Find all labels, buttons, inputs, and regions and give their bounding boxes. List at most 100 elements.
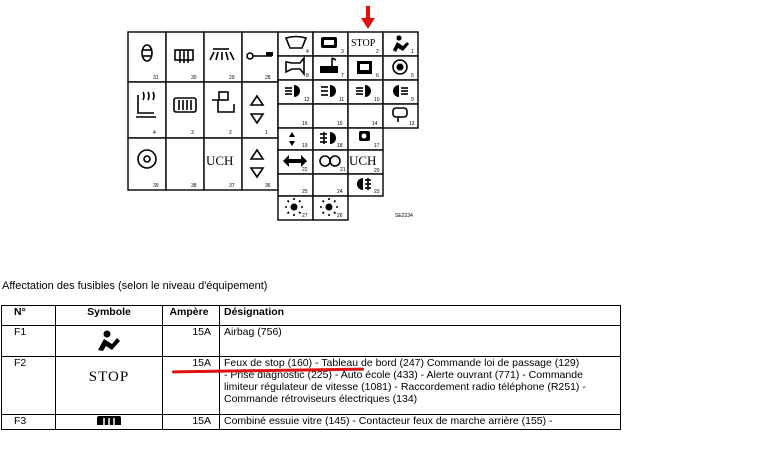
mirror-icon <box>392 107 408 122</box>
fuse-cell-33: 2 <box>203 81 243 139</box>
fuse-cell-16: 16 <box>277 103 314 129</box>
fuse-cell-28: 28 <box>241 31 279 83</box>
fuse-cell-14: 14 <box>347 103 384 129</box>
airbag-icon <box>393 35 409 52</box>
fuse-cell-3: 3 3 <box>312 31 349 57</box>
fuse-cell-39: 39 <box>127 137 167 191</box>
svg-text:1: 1 <box>411 49 414 55</box>
fuse-cell-35: 4 <box>127 81 167 139</box>
svg-text:16: 16 <box>302 121 308 127</box>
seat-icon <box>359 131 370 141</box>
svg-text:29: 29 <box>229 75 235 81</box>
fuse-assignment-table: N° Symbole Ampère Désignation F1 15A Air… <box>1 305 621 430</box>
front-fog-icon <box>320 132 336 144</box>
svg-text:28: 28 <box>265 75 271 81</box>
wiper-icon <box>284 35 308 49</box>
fuse-designation: Combiné essuie vitre (145) - Contacteur … <box>219 414 621 430</box>
window-lift-icon <box>249 94 265 125</box>
fuse-cell-6: 6 <box>347 55 384 81</box>
fuse-cell-29: 29 <box>203 31 243 83</box>
fuse-amperage: 15A <box>162 325 220 357</box>
svg-text:22: 22 <box>302 167 308 173</box>
horn-icon <box>285 55 305 77</box>
radio-icon <box>321 37 337 48</box>
uch-label: UCH <box>349 153 376 168</box>
svg-text:7: 7 <box>341 73 344 79</box>
svg-text:24: 24 <box>337 189 343 195</box>
fuse-cell-2: STOP 2 <box>347 31 384 57</box>
svg-text:11: 11 <box>339 97 344 103</box>
svg-text:30: 30 <box>191 75 197 81</box>
key-icon <box>246 52 273 60</box>
svg-text:39: 39 <box>153 183 159 189</box>
header-symbol: Symbole <box>55 305 163 326</box>
table-row: F2 STOP 15A Feux de stop (160) - Tableau… <box>1 356 621 415</box>
svg-text:17: 17 <box>374 143 380 149</box>
svg-text:38: 38 <box>191 183 197 189</box>
svg-text:21: 21 <box>340 167 346 173</box>
svg-text:4: 4 <box>153 130 156 136</box>
abs-icon <box>392 59 408 75</box>
svg-text:26: 26 <box>337 213 343 219</box>
fuse-cell-17: 17 <box>347 127 384 151</box>
fuse-no: F3 <box>1 414 56 430</box>
fuse-cell-37: UCH 37 <box>203 137 243 191</box>
fuse-cell-20: UCH 20 <box>347 149 384 175</box>
hazard-arrows-icon <box>283 155 307 167</box>
fuse-cell-24: 24 <box>312 173 349 197</box>
svg-text:2: 2 <box>229 130 232 136</box>
svg-text:5: 5 <box>411 73 414 79</box>
svg-text:6: 6 <box>376 73 379 79</box>
fuse-no: F2 <box>1 356 56 415</box>
window-lift-icon <box>249 148 265 179</box>
rear-fog-icon <box>357 178 371 190</box>
fuse-amperage: 15A <box>162 356 220 415</box>
fuse-cell-13: 13 <box>382 103 419 129</box>
stop-label: STOP <box>351 38 376 49</box>
uch-label: UCH <box>206 153 233 168</box>
svg-text:25: 25 <box>302 189 308 195</box>
dashboard-icon <box>357 61 372 74</box>
fuse-designation: Airbag (756) <box>219 325 621 357</box>
svg-text:3: 3 <box>191 130 194 136</box>
heated-seat-icon <box>136 91 156 118</box>
fuse-cell-11: 11 <box>312 79 349 105</box>
parking-light-icon <box>319 155 341 167</box>
seat-adjust-icon <box>212 91 235 113</box>
table-row: F3 15A Combiné essuie vitre (145) - Cont… <box>1 414 621 430</box>
fuse-cell-15: 15 <box>312 103 349 129</box>
ceiling-light-icon <box>209 48 235 61</box>
svg-text:15: 15 <box>337 121 343 127</box>
fuse-cell-32: 1 <box>241 81 279 139</box>
svg-text:10: 10 <box>374 97 380 103</box>
fuse-cell-21: 21 <box>312 149 349 175</box>
svg-text:8: 8 <box>306 73 309 79</box>
fuse-cell-18: 18 <box>312 127 349 151</box>
fuse-cell-30: 30 <box>165 31 205 83</box>
fuse-cell-1: 1 <box>382 31 419 57</box>
sun-light-icon <box>320 198 338 216</box>
fuse-cell-27: 27 <box>277 195 314 221</box>
header-designation: Désignation <box>219 305 621 326</box>
heater-grid-icon <box>173 97 197 113</box>
fuse-cell-36: 36 <box>241 137 279 191</box>
fuse-cell-5: 5 <box>382 55 419 81</box>
svg-text:27: 27 <box>302 213 308 219</box>
svg-text:19: 19 <box>302 143 308 149</box>
svg-text:12: 12 <box>304 97 310 103</box>
sun-light-icon <box>285 198 303 216</box>
fuse-cell-25: 25 <box>277 173 314 197</box>
svg-text:1: 1 <box>265 130 268 136</box>
fuse-no: F1 <box>1 325 56 357</box>
lowbeam-right-icon <box>356 85 371 97</box>
fuse-cell-38: 38 <box>165 137 205 191</box>
bulb-icon <box>141 44 153 62</box>
svg-text:3: 3 <box>341 49 344 55</box>
fuse-designation: Feux de stop (160) - Tableau de bord (24… <box>219 356 621 415</box>
svg-text:14: 14 <box>372 121 378 127</box>
fuse-cell-10: 10 <box>347 79 384 105</box>
fuse-cell-26: 26 <box>312 195 349 221</box>
fuse-cell-22: 22 <box>277 149 314 175</box>
fuse-cell-23: 23 <box>347 173 384 197</box>
highbeam-icon <box>321 85 336 97</box>
